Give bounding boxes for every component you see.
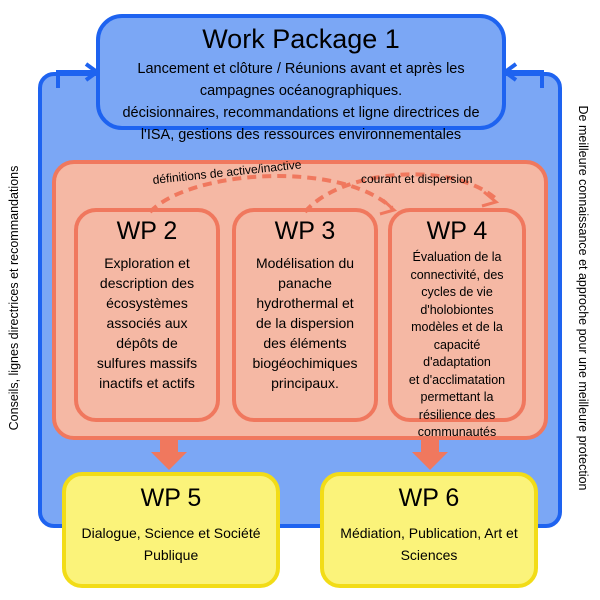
wp4-line: permettant la bbox=[420, 390, 494, 404]
wp2-line: dépôts de bbox=[116, 335, 178, 351]
wp6-title: WP 6 bbox=[398, 484, 460, 512]
arrow-down-wp6-icon bbox=[412, 452, 448, 470]
wp2-title: WP 2 bbox=[116, 217, 178, 245]
wp5-box: WP 5 Dialogue, Science et Société Publiq… bbox=[62, 472, 280, 588]
wp3-box: WP 3 Modélisation du panache hydrotherma… bbox=[232, 208, 378, 422]
wp2-line: Exploration et bbox=[104, 255, 190, 271]
wp3-line: des éléments bbox=[263, 335, 347, 351]
curve-wp3-wp4-arrowhead-icon bbox=[481, 190, 500, 208]
wp4-title: WP 4 bbox=[426, 217, 488, 245]
wp3-title: WP 3 bbox=[274, 217, 336, 245]
wp1-description: Lancement et clôture / Réunions avant et… bbox=[100, 58, 502, 146]
curve-label-current-dispersion: courant et dispersion bbox=[361, 172, 473, 186]
left-arrow-line bbox=[56, 70, 96, 88]
wp1-box: Work Package 1 Lancement et clôture / Ré… bbox=[96, 14, 506, 143]
wp4-line: communautés bbox=[417, 425, 497, 439]
curve-wp3-wp4 bbox=[303, 172, 497, 214]
wp1-line: l'ISA, gestions des ressources environne… bbox=[140, 127, 462, 143]
curve-wp2-wp4 bbox=[148, 174, 394, 214]
wp4-description: Évaluation de la connectivité, des cycle… bbox=[392, 249, 522, 442]
wp4-box: WP 4 Évaluation de la connectivité, des … bbox=[388, 208, 526, 439]
wp4-line: capacité d'adaptation bbox=[423, 337, 491, 370]
wp4-line: et d'acclimatation bbox=[408, 372, 506, 387]
wp3-line: hydrothermal et bbox=[256, 295, 354, 311]
wp5-line: Dialogue, Science et Société bbox=[81, 525, 261, 541]
wp2-line: écosystèmes bbox=[106, 295, 188, 311]
wp5-description: Dialogue, Science et Société Publique bbox=[66, 522, 276, 566]
wp3-line: principaux. bbox=[271, 375, 339, 391]
wp1-line: campagnes océanographiques. bbox=[199, 83, 403, 99]
wp4-line: modèles et de la bbox=[411, 320, 503, 334]
right-arrow-line bbox=[506, 70, 544, 88]
wp4-line: connectivité, des bbox=[410, 267, 504, 282]
wp6-box: WP 6 Médiation, Publication, Art et Scie… bbox=[320, 472, 538, 588]
wp3-line: biogéochimiques bbox=[252, 355, 358, 371]
wp4-line: résilience des bbox=[418, 407, 496, 422]
wp4-line: Évaluation de la bbox=[412, 250, 502, 264]
wp2-line: description des bbox=[99, 275, 195, 291]
wp4-line: cycles de vie bbox=[421, 285, 493, 299]
arrow-down-wp5-icon bbox=[151, 452, 187, 470]
wp6-description: Médiation, Publication, Art et Sciences bbox=[324, 522, 534, 566]
wp3-line: panache bbox=[278, 275, 332, 291]
wp3-line: de la dispersion bbox=[255, 315, 355, 331]
wp6-line: Sciences bbox=[400, 547, 458, 563]
wp2-box: WP 2 Exploration et description des écos… bbox=[74, 208, 220, 422]
wp2-line: associés aux bbox=[106, 315, 188, 331]
wp1-line: décisionnaires, recommandations et ligne… bbox=[122, 105, 480, 121]
wp2-description: Exploration et description des écosystèm… bbox=[78, 253, 216, 393]
wp4-line: d'holobiontes bbox=[420, 302, 494, 317]
wp2-line: inactifs et actifs bbox=[99, 375, 195, 391]
wp5-title: WP 5 bbox=[140, 484, 202, 512]
wp6-line: Médiation, Publication, Art et bbox=[340, 525, 518, 541]
arrow-wp6-shaft bbox=[421, 440, 439, 454]
wp5-line: Publique bbox=[143, 547, 199, 563]
curve-wp2-wp4-arrowhead-icon bbox=[379, 198, 398, 216]
arrow-wp5-shaft bbox=[160, 440, 178, 454]
wp3-line: Modélisation du bbox=[255, 255, 355, 271]
wp1-title: Work Package 1 bbox=[202, 24, 400, 54]
wp2-line: sulfures massifs bbox=[96, 355, 198, 371]
wp1-line: Lancement et clôture / Réunions avant et… bbox=[137, 61, 465, 77]
wp3-description: Modélisation du panache hydrothermal et … bbox=[236, 253, 374, 393]
